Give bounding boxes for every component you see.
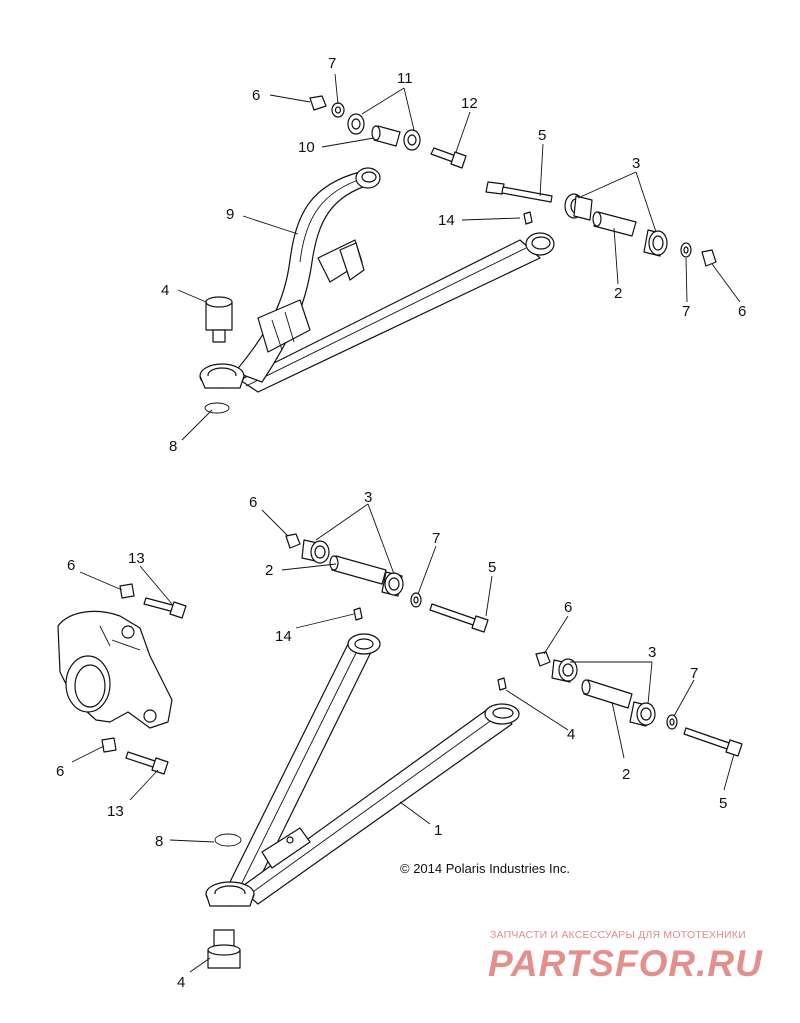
callout: 3 xyxy=(648,644,656,661)
callout: 6 xyxy=(564,599,572,616)
callout: 11 xyxy=(397,70,413,87)
callout: 3 xyxy=(632,155,640,172)
top-hardware xyxy=(204,95,717,414)
callout: 12 xyxy=(461,95,478,112)
callout: 14 xyxy=(438,212,455,229)
callout: 4 xyxy=(567,726,575,743)
callout: 6 xyxy=(56,763,64,780)
callout: 4 xyxy=(161,282,169,299)
callout: 4 xyxy=(177,974,185,991)
lower-a-arm xyxy=(205,633,520,907)
bottom-hardware xyxy=(101,533,743,969)
callout: 8 xyxy=(169,438,177,455)
callout: 13 xyxy=(128,550,145,567)
callout: 7 xyxy=(328,55,336,72)
callout: 2 xyxy=(622,766,630,783)
callout: 10 xyxy=(298,139,315,156)
callout: 1 xyxy=(434,822,442,839)
callout: 2 xyxy=(265,562,273,579)
callout: 7 xyxy=(690,665,698,682)
callout: 6 xyxy=(249,494,257,511)
callout: 5 xyxy=(538,127,546,144)
copyright-notice: © 2014 Polaris Industries Inc. xyxy=(400,861,570,876)
callout: 7 xyxy=(432,530,440,547)
callout: 5 xyxy=(719,795,727,812)
callout: 6 xyxy=(738,303,746,320)
callout: 13 xyxy=(107,803,124,820)
callout: 6 xyxy=(67,557,75,574)
callout: 6 xyxy=(252,87,260,104)
callout: 8 xyxy=(155,833,163,850)
callout: 2 xyxy=(614,285,622,302)
watermark-tagline: ЗАПЧАСТИ И АКСЕССУАРЫ ДЛЯ МОТОТЕХНИКИ xyxy=(490,929,746,941)
callout: 14 xyxy=(275,628,292,645)
callout-numbers: 7 6 11 10 12 5 3 9 14 4 2 7 6 8 6 3 7 2 … xyxy=(56,55,746,991)
watermark-logo: PARTSFOR.RU xyxy=(488,943,763,984)
callout: 3 xyxy=(364,489,372,506)
leader-lines xyxy=(71,73,741,973)
callout: 7 xyxy=(682,303,690,320)
upper-a-arm xyxy=(199,167,555,393)
callout: 9 xyxy=(226,206,234,223)
callout: 5 xyxy=(488,559,496,576)
spindle-knuckle xyxy=(57,610,173,729)
